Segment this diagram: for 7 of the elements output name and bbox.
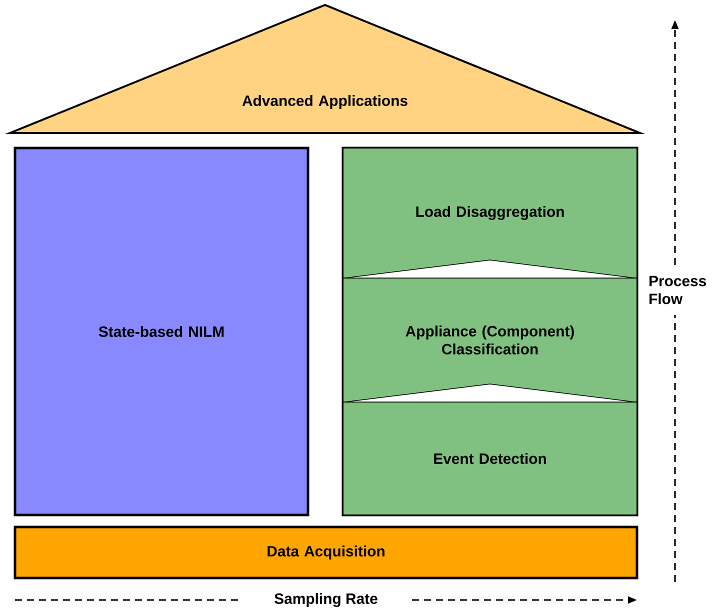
module-box: State-based NILM <box>14 146 310 516</box>
direction-label: Process Flow <box>650 276 706 304</box>
layer-box: Appliance (Component) Classification <box>342 260 638 402</box>
direction-label: Sampling Rate <box>274 593 378 607</box>
layer-box: Event Detection <box>342 384 638 516</box>
layer-box: Load Disaggregation <box>342 148 638 278</box>
base-box: Data Acquisition <box>14 526 638 580</box>
